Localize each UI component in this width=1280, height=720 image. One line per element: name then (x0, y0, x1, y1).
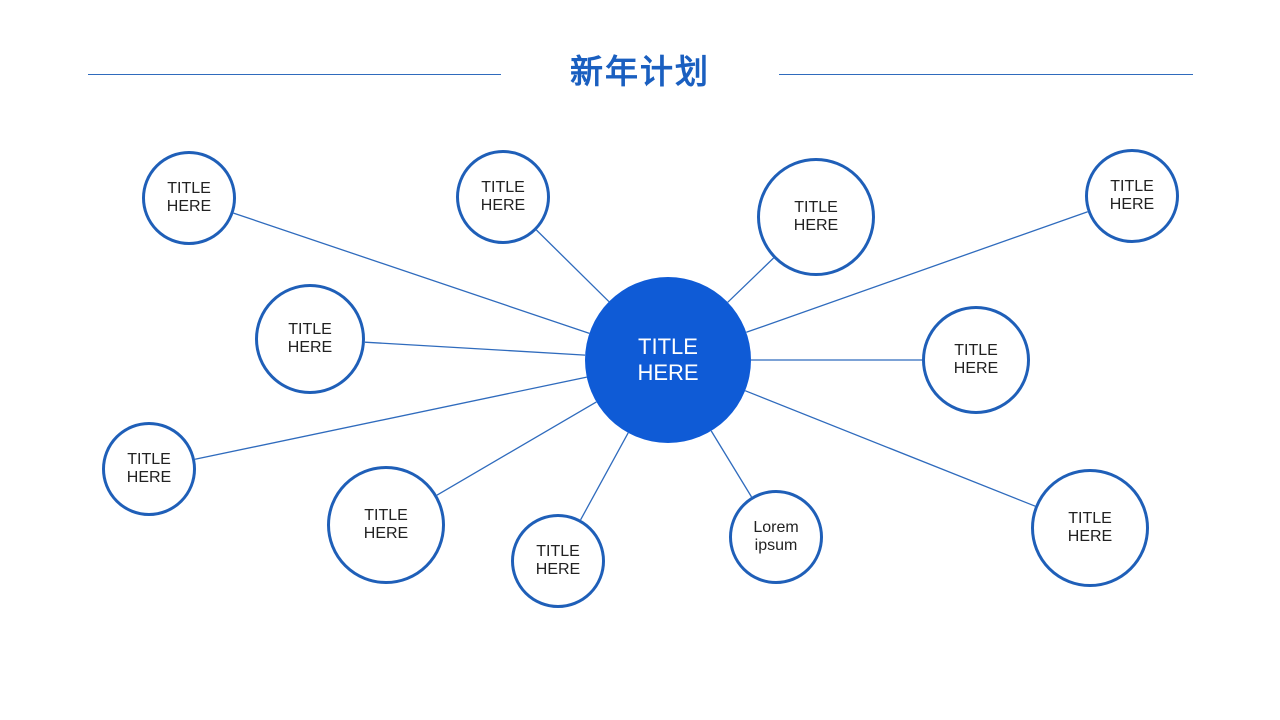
central-topic-line1: TITLE (638, 334, 698, 359)
topic-node-line2: HERE (126, 469, 172, 486)
topic-node-line2: HERE (480, 197, 526, 214)
topic-node-line2: ipsum (754, 537, 798, 554)
topic-node-line2: HERE (363, 525, 409, 542)
connector-line (194, 376, 587, 460)
connector-line (746, 211, 1088, 333)
title-rule-left (88, 74, 501, 75)
page-title: 新年计划 (570, 52, 710, 91)
topic-node-line2: HERE (953, 360, 999, 377)
topic-node-line1: TITLE (536, 543, 580, 560)
topic-node-line1: TITLE (1110, 178, 1154, 195)
connector-line (710, 430, 753, 498)
topic-node-line1: Lorem (753, 519, 799, 536)
topic-node-line1: TITLE (481, 179, 525, 196)
central-topic: TITLE HERE (585, 277, 751, 443)
topic-node-line2: HERE (1067, 528, 1113, 545)
connector-line (233, 212, 590, 335)
topic-node-line1: TITLE (167, 180, 211, 197)
topic-node-line2: HERE (287, 339, 333, 356)
connector-line (535, 229, 610, 303)
topic-node-line1: TITLE (288, 321, 332, 338)
topic-node-line1: TITLE (954, 342, 998, 359)
topic-node-line1: TITLE (364, 507, 408, 524)
topic-node-line2: HERE (1109, 196, 1155, 213)
topic-node-line1: TITLE (127, 451, 171, 468)
topic-node-line2: HERE (793, 217, 839, 234)
topic-node-line2: HERE (166, 198, 212, 215)
topic-node-line1: TITLE (794, 199, 838, 216)
topic-node-line1: TITLE (1068, 510, 1112, 527)
title-rule-right (779, 74, 1193, 75)
connector-line (364, 341, 586, 356)
connector-line (436, 401, 597, 496)
connector-line (580, 432, 629, 521)
connector-line (744, 390, 1036, 507)
central-topic-line2: HERE (637, 360, 699, 385)
connector-line (727, 257, 775, 303)
topic-node-line2: HERE (535, 561, 581, 578)
